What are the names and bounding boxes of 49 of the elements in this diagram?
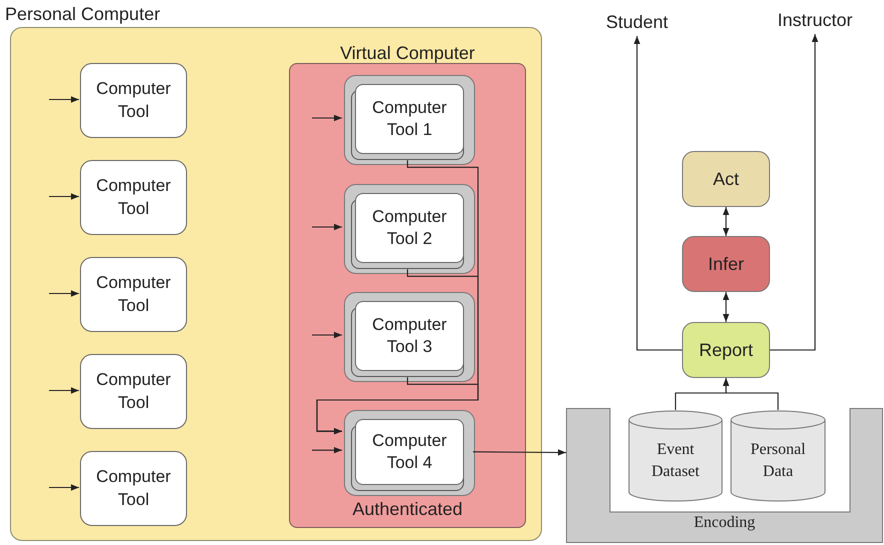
node-label: Computer Tool — [95, 369, 172, 414]
arrow — [312, 446, 342, 454]
node-label: Computer Tool — [95, 272, 172, 316]
arrow — [312, 332, 342, 338]
container-title: Personal Computer — [5, 4, 160, 24]
arrow — [722, 292, 730, 322]
arrow — [722, 207, 730, 236]
arrow — [722, 378, 779, 410]
node-label: Personal Data — [749, 440, 807, 482]
arrow — [770, 34, 818, 351]
node-label: Report — [698, 338, 754, 362]
arrow — [634, 36, 682, 351]
process-box — [682, 151, 770, 207]
arrow — [312, 114, 342, 122]
node-label: Computer Tool — [95, 78, 172, 122]
tool-box — [80, 354, 187, 429]
stacked-tool-box — [344, 292, 475, 382]
node-label: Computer Tool 3 — [371, 314, 448, 358]
arrow — [49, 290, 79, 297]
tool-box — [80, 160, 187, 235]
stacked-tool-box — [344, 75, 475, 165]
node-label: Computer Tool 4 — [371, 430, 448, 474]
node-label: Computer Tool — [95, 466, 172, 510]
arrow — [49, 484, 79, 491]
arrow — [473, 449, 566, 456]
node-label: Computer Tool 1 — [371, 96, 448, 141]
endpoint-label: Instructor — [777, 8, 853, 32]
arrow — [312, 224, 342, 230]
process-box — [682, 322, 770, 378]
node-label: Act — [712, 168, 739, 190]
endpoint-label: Student — [606, 10, 668, 34]
tool-box — [80, 451, 187, 526]
tool-box — [80, 257, 187, 332]
container-title: Virtual Computer — [340, 42, 475, 65]
node-label: Computer Tool — [95, 175, 172, 220]
u-shaped-container — [566, 408, 883, 543]
stacked-tool-box — [344, 184, 475, 274]
arrow — [316, 377, 479, 434]
stacked-tool-box — [344, 410, 475, 496]
container-label: Authenticated — [352, 498, 463, 521]
node-label: Infer — [708, 252, 744, 276]
arrow — [49, 387, 79, 394]
node-label: Computer Tool 2 — [371, 206, 448, 250]
tool-box — [80, 63, 187, 138]
arrow — [49, 96, 79, 103]
arrow — [49, 193, 79, 200]
node-label: Encoding — [694, 513, 756, 533]
node-label: Event Dataset — [650, 440, 700, 482]
process-box — [682, 236, 770, 292]
